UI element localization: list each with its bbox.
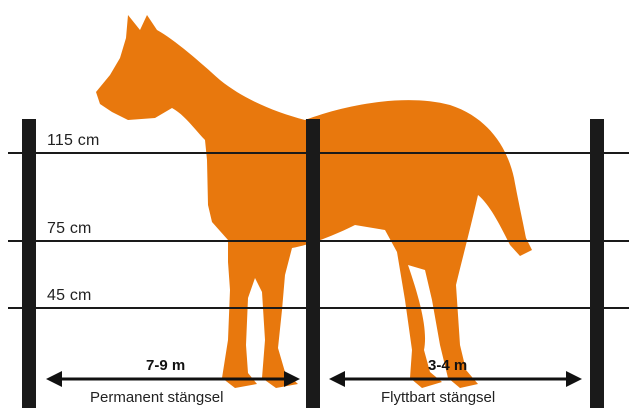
fence-post-right xyxy=(590,119,604,408)
distance-permanent: 7-9 m xyxy=(146,357,185,374)
fence-type-permanent: Permanent stängsel xyxy=(90,389,223,406)
distance-movable: 3-4 m xyxy=(428,357,467,374)
fence-post-left xyxy=(22,119,36,408)
fence-type-movable: Flyttbart stängsel xyxy=(381,389,495,406)
fence-post-middle xyxy=(306,119,320,408)
wire-height-label-bottom: 45 cm xyxy=(47,287,92,305)
wire-height-label-middle: 75 cm xyxy=(47,220,92,238)
wire-height-label-top: 115 cm xyxy=(47,132,99,150)
